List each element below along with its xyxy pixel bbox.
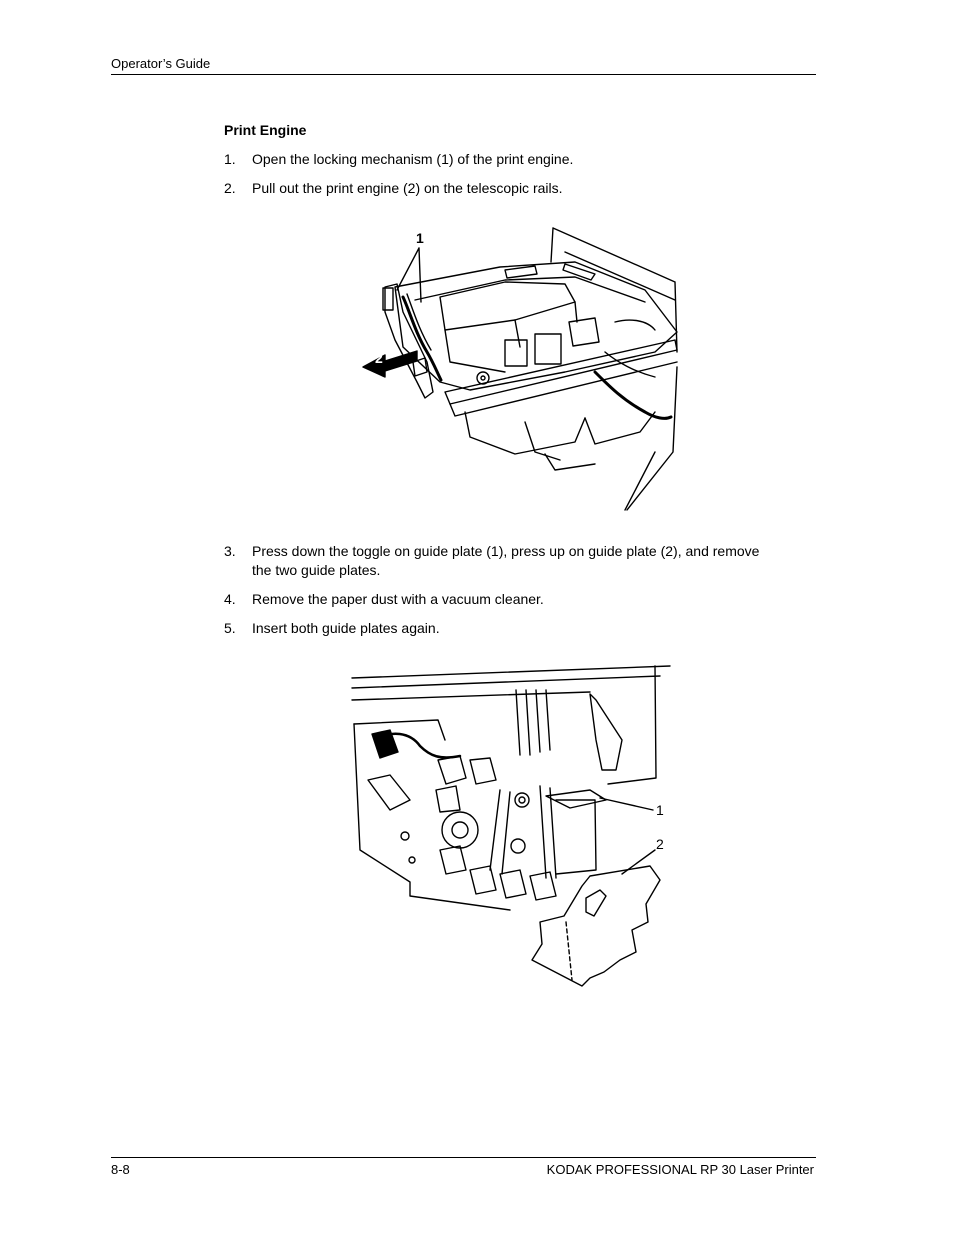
callout-label: 1	[416, 230, 424, 246]
step-text: Press down the toggle on guide plate (1)…	[252, 543, 760, 578]
step-number: 3.	[224, 543, 236, 559]
step-text: Pull out the print engine (2) on the tel…	[252, 180, 563, 196]
step-text: Remove the paper dust with a vacuum clea…	[252, 591, 544, 607]
step-text: Open the locking mechanism (1) of the pr…	[252, 151, 574, 167]
footer-rule	[111, 1157, 816, 1158]
header-rule	[111, 74, 816, 75]
step-item: 3. Press down the toggle on guide plate …	[224, 542, 784, 582]
section-title: Print Engine	[224, 122, 307, 138]
step-item: 5. Insert both guide plates again.	[224, 619, 784, 639]
step-number: 2.	[224, 180, 236, 196]
callout-label: 1	[656, 802, 664, 818]
step-text: Insert both guide plates again.	[252, 620, 440, 636]
step-number: 5.	[224, 620, 236, 636]
figure-guide-plates: 1 2	[350, 660, 680, 1000]
callout-label: 2	[375, 350, 383, 366]
step-number: 4.	[224, 591, 236, 607]
footer-product: KODAK PROFESSIONAL RP 30 Laser Printer	[546, 1162, 814, 1177]
step-item: 1. Open the locking mechanism (1) of the…	[224, 150, 784, 170]
step-item: 4. Remove the paper dust with a vacuum c…	[224, 590, 784, 610]
callout-label: 2	[656, 836, 664, 852]
step-item: 2. Pull out the print engine (2) on the …	[224, 179, 784, 199]
step-number: 1.	[224, 151, 236, 167]
page-number: 8-8	[111, 1162, 130, 1177]
running-header: Operator’s Guide	[111, 56, 211, 71]
figure-print-engine: 1 2	[355, 222, 685, 514]
